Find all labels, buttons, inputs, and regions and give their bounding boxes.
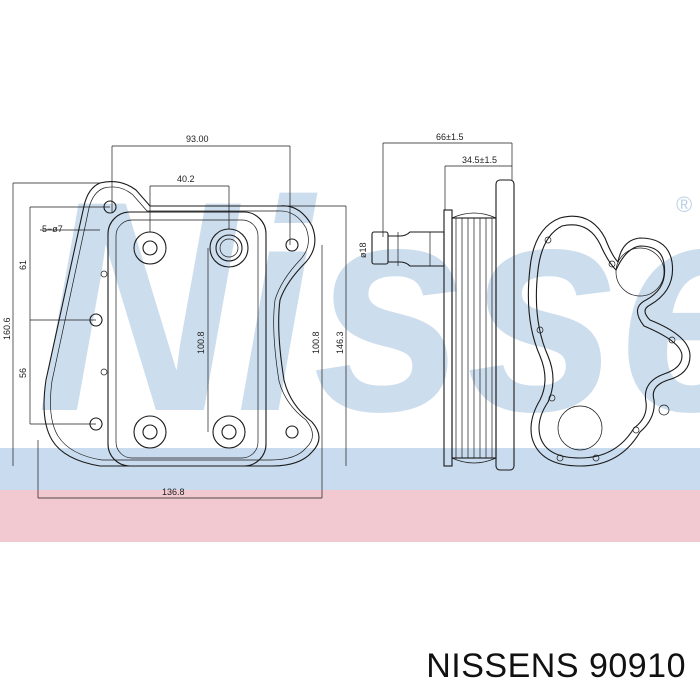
watermark-text: Nissens — [37, 139, 700, 474]
gasket-seal — [527, 215, 691, 467]
dim-hole-label: 5−ø7 — [42, 224, 63, 234]
mount-hole-5 — [285, 425, 299, 439]
rivet-1 — [100, 270, 108, 278]
dim-top-width: 93.00 — [186, 134, 209, 144]
dim-56: 56 — [18, 368, 28, 378]
top-band — [0, 448, 700, 490]
stack-body — [443, 179, 515, 471]
bottom-band — [0, 490, 700, 542]
rivet-2 — [100, 368, 108, 376]
port-bottom-left — [133, 415, 167, 449]
registered-mark: ® — [676, 192, 692, 217]
port-bottom-right — [212, 415, 246, 449]
flange-outline — [43, 181, 320, 467]
dim-height-total: 146.3 — [335, 331, 345, 354]
dim-pipe-diameter: ø18 — [358, 242, 368, 258]
dim-bottom-width: 136.8 — [162, 487, 185, 497]
dim-port-spacing: 40.2 — [177, 174, 195, 184]
dim-right-vertical: 100.8 — [311, 331, 321, 354]
dim-port-vertical: 100.8 — [196, 331, 206, 354]
part-number-caption: NISSENS 90910 — [426, 647, 686, 685]
dim-side-partial: 34.5±1.5 — [462, 155, 497, 165]
dim-height-overall: 160.6 — [2, 317, 12, 340]
dim-61: 61 — [18, 260, 28, 270]
front-view: 93.00 40.2 5−ø7 61 160.6 56 100.8 100.8 … — [2, 134, 347, 499]
dim-side-overall: 66±1.5 — [436, 132, 463, 142]
flange-inner-outline — [50, 186, 313, 461]
core-block — [107, 211, 267, 467]
mount-hole-2 — [285, 238, 299, 252]
core-block-inner — [115, 219, 259, 459]
side-view: 66±1.5 34.5±1.5 ø18 — [358, 132, 515, 471]
dimension-lines — [12, 145, 347, 499]
